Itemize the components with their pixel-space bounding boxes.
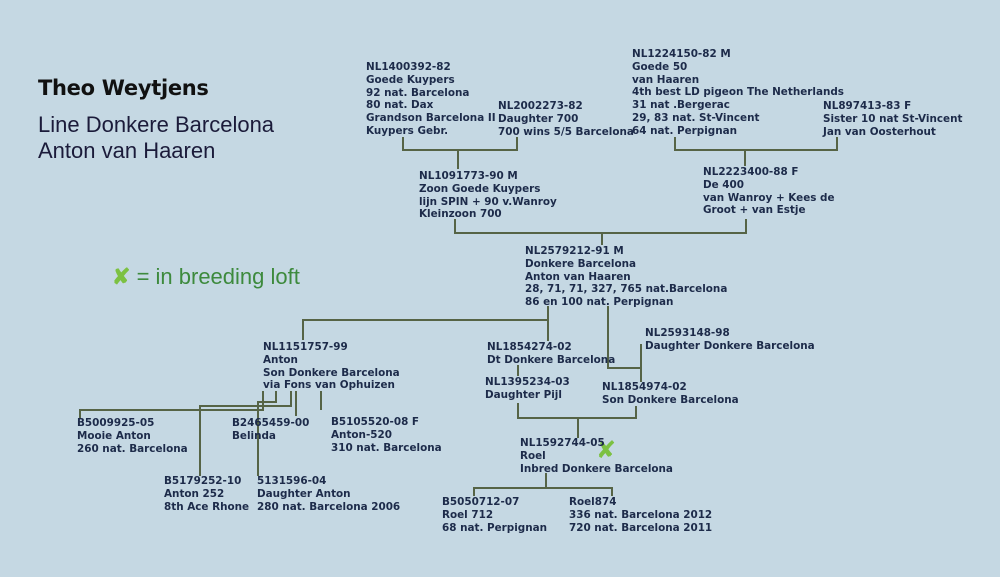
ring-number: NL1400392-82 (366, 61, 451, 73)
pigeon-detail: Jan van Oosterhout (823, 125, 936, 138)
pigeon-detail: Daughter Anton (257, 487, 351, 500)
pigeon-detail: 4th best LD pigeon The Netherlands (632, 86, 844, 99)
pigeon-detail: via Fons van Ophuizen (263, 379, 395, 392)
pigeon-detail: Anton-520 (331, 428, 392, 441)
subtitle-line-2: Anton van Haaren (38, 138, 216, 163)
pigeon-detail: Donkere Barcelona (525, 257, 636, 270)
pigeon-detail: Sister 10 nat St-Vincent (823, 112, 963, 125)
ring-number: NL2593148-98 (645, 327, 730, 339)
ring-number: B2465459-00 (232, 417, 310, 429)
pigeon-detail: 92 nat. Barcelona (366, 86, 470, 99)
pigeon-detail: Kuypers Gebr. (366, 124, 449, 137)
pigeon-detail: 68 nat. Perpignan (442, 521, 548, 534)
ring-number: B5009925-05 (77, 417, 155, 429)
pigeon-detail: 700 wins 5/5 Barcelona (498, 125, 634, 138)
pigeon-detail: Daughter Pijl (485, 388, 562, 401)
legend-text: = in breeding loft (136, 264, 300, 289)
page-subtitle: Line Donkere Barcelona Anton van Haaren (38, 112, 274, 164)
ring-number: NL1224150-82 M (632, 48, 731, 60)
pigeon-detail: Grandson Barcelona II (366, 112, 496, 125)
pigeon-detail: lijn SPIN + 90 v.Wanroy (419, 195, 557, 208)
ring-number: NL2002273-82 (498, 100, 583, 112)
pigeon-detail: Roel (520, 449, 546, 462)
ring-number: NL2223400-88 F (703, 166, 799, 178)
ring-number: B5105520-08 F (331, 416, 420, 428)
pigeon-detail: 280 nat. Barcelona 2006 (257, 500, 401, 513)
pigeon-detail: 28, 71, 71, 327, 765 nat.Barcelona (525, 283, 728, 296)
page-title: Theo Weytjens (38, 76, 209, 100)
pigeon-detail: Son Donkere Barcelona (602, 393, 739, 406)
legend: ✘ = in breeding loft (112, 264, 300, 290)
pigeon-detail: Belinda (232, 429, 276, 442)
pigeon-detail: Kleinzoon 700 (419, 208, 502, 221)
subtitle-line-1: Line Donkere Barcelona (38, 112, 275, 137)
pigeon-detail: 64 nat. Perpignan (632, 124, 738, 137)
ring-number: NL897413-83 F (823, 100, 912, 112)
pigeon-detail: Goede Kuypers (366, 73, 455, 86)
pigeon-detail: Inbred Donkere Barcelona (520, 462, 673, 475)
pigeon-detail: Zoon Goede Kuypers (419, 182, 541, 195)
pigeon-detail: Anton van Haaren (525, 270, 631, 283)
pigeon-detail: 8th Ace Rhone (164, 500, 250, 513)
pigeon-detail: 86 en 100 nat. Perpignan (525, 296, 674, 309)
ring-number: NL1395234-03 (485, 376, 570, 388)
ring-number: B5179252-10 (164, 475, 242, 487)
pigeon-detail: Dt Donkere Barcelona (487, 353, 616, 366)
pigeon-detail: Daughter 700 (498, 112, 579, 125)
ring-number: NL1854274-02 (487, 341, 572, 353)
ring-number: NL2579212-91 M (525, 245, 624, 257)
pigeon-detail: Anton 252 (164, 487, 225, 500)
pigeon-detail: 336 nat. Barcelona 2012 (569, 508, 713, 521)
pigeon-detail: Anton (263, 353, 298, 366)
ring-number: Roel874 (569, 496, 617, 508)
pigeon-detail: 310 nat. Barcelona (331, 441, 442, 454)
pigeon-detail: 31 nat .Bergerac (632, 99, 730, 112)
pigeon-detail: Mooie Anton (77, 429, 151, 442)
ring-number: NL1091773-90 M (419, 170, 518, 182)
ring-number: NL1151757-99 (263, 341, 348, 353)
ring-number: B5050712-07 (442, 496, 520, 508)
pigeon-detail: 80 nat. Dax (366, 99, 434, 112)
ring-number: 5131596-04 (257, 475, 327, 487)
pigeon-detail: Goede 50 (632, 60, 688, 73)
pigeon-detail: van Wanroy + Kees de (703, 191, 835, 204)
pigeon-detail: 720 nat. Barcelona 2011 (569, 521, 713, 534)
ring-number: NL1854974-02 (602, 381, 687, 393)
pigeon-detail: Son Donkere Barcelona (263, 366, 400, 379)
pigeon-detail: van Haaren (632, 73, 700, 86)
pigeon-detail: Roel 712 (442, 508, 494, 521)
ring-number: NL1592744-05 (520, 437, 605, 449)
check-mark-icon: ✘ (112, 264, 131, 289)
pigeon-detail: 260 nat. Barcelona (77, 442, 188, 455)
pigeon-detail: Groot + van Estje (703, 204, 806, 217)
pigeon-detail: De 400 (703, 178, 744, 191)
breeding-loft-mark-icon: ✘ (596, 436, 617, 464)
pigeon-detail: Daughter Donkere Barcelona (645, 339, 815, 352)
pigeon-detail: 29, 83 nat. St-Vincent (632, 111, 760, 124)
